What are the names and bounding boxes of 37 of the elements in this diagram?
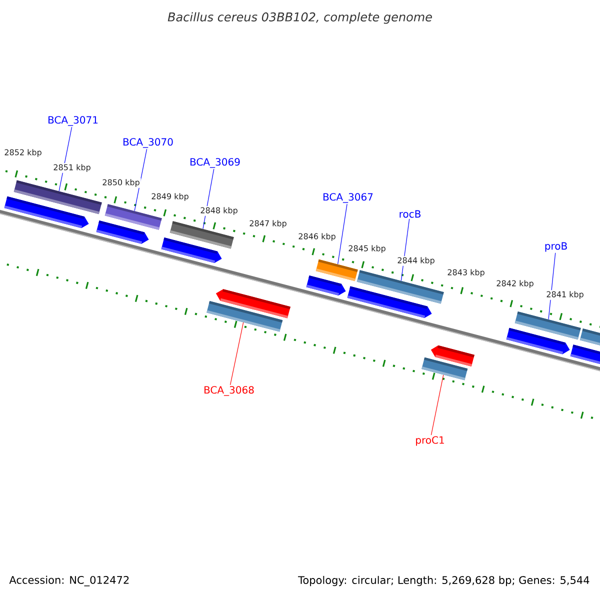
tick-label: 2842 kbp [495,279,535,289]
tick-label: 2846 kbp [297,232,337,242]
tick-label: 2851 kbp [52,163,92,173]
tick-label: 2843 kbp [446,268,486,278]
tick-label: 2845 kbp [347,244,387,254]
gene-block [506,328,570,354]
tick-label: 2847 kbp [248,219,288,229]
tick-label: 2849 kbp [150,192,190,202]
gene-block [306,275,346,296]
gene-block [4,196,89,228]
leader-line [338,204,348,264]
tick-label: 2850 kbp [101,178,141,188]
gene-bar [422,357,468,380]
gene-block [161,237,222,264]
leader-line [430,374,444,436]
gene-bar [206,301,283,332]
gene-label: BCA_3069 [190,158,240,168]
tick-label: 2852 kbp [3,148,43,158]
gene-label: BCA_3071 [48,116,98,126]
tick-label: 2841 kbp [545,290,585,300]
gene-block [570,344,600,364]
tick-label: 2844 kbp [396,256,436,266]
gene-label: rocB [400,210,420,218]
gene-label: BCA_3067 [324,193,373,203]
footer-text: Accession: NC_012472 [9,576,129,586]
gene-block [96,220,149,244]
gene-block [347,286,432,318]
gene-label: BCA_3070 [124,138,173,148]
leader-line [230,322,244,386]
gene-bar [316,259,358,282]
title: Bacillus cereus 03BB102, complete genome [168,12,432,24]
gene-label: proC1 [416,436,444,446]
gene-bar [580,328,600,348]
tick-label: 2848 kbp [199,206,239,216]
gene-label: proB [545,242,567,252]
gene-label: BCA_3068 [204,386,254,396]
footer-text: Topology: circular; Length: 5,269,628 bp; Genes: 5,544 [298,576,590,586]
